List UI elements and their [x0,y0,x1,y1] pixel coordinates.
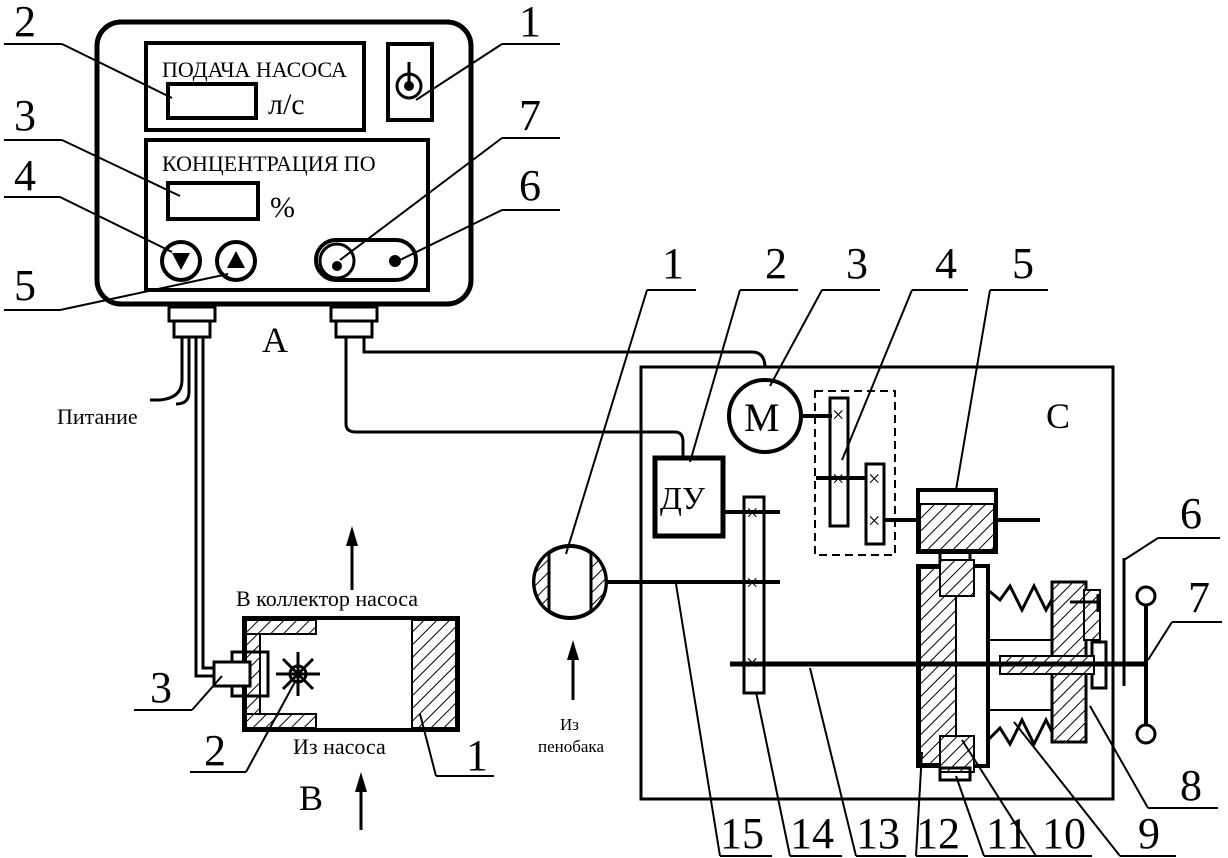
motor-label: М [744,395,780,440]
callout-c-3: 3 [846,239,868,288]
concentration-unit: % [270,191,295,224]
from-pump-label: Из насоса [293,734,386,759]
callout-c-14: 14 [790,809,834,858]
arrow-up-icon [227,251,245,268]
dosing-unit-c: C М × × × × [532,365,1157,801]
callout-c-10: 10 [1042,809,1086,858]
remote-control-unit [652,455,726,539]
gear-mark: × [832,466,844,491]
concentration-display [166,181,260,221]
du-label: ДУ [660,480,705,516]
unit-c-callouts [565,289,1222,857]
cable-to-du [344,337,685,458]
power-cable [150,337,184,402]
gear-mark: × [746,500,758,525]
sensor-housing-cap [411,619,457,729]
gear-train [742,495,766,695]
gear-reducer [814,390,896,556]
flow-sensor-b: В коллектор насоса Из насоса B [212,526,460,830]
pump-feed-display [166,82,258,120]
gear-mark: × [868,466,880,491]
decrease-button[interactable] [160,240,202,282]
panel-a-letter: A [262,320,288,360]
cable-to-sensor-b [194,337,214,678]
cable-to-motor [362,337,767,369]
increase-button[interactable] [215,240,257,282]
impeller-icon [276,652,320,696]
pump-feed-unit: л/с [268,88,305,121]
panel-a-callouts [4,43,560,311]
concentration-window [144,138,430,292]
to-collector-label: В коллектор насоса [236,586,418,611]
unit-b-callouts [134,675,494,777]
gear-mark: × [868,508,880,533]
callout-b-2: 2 [204,726,226,775]
callout-c-8: 8 [1180,761,1202,810]
callout-a-2: 2 [14,0,36,46]
signal-connector [329,305,379,339]
callout-c-6: 6 [1180,489,1202,538]
callout-b-1: 1 [466,731,488,780]
arrow-down-icon [172,253,190,270]
callout-c-1: 1 [662,239,684,288]
callout-a-5: 5 [14,261,36,310]
callout-c-7: 7 [1188,573,1210,622]
unit-c-letter: C [1046,396,1070,436]
pump-feed-window [144,41,366,132]
callout-c-15: 15 [720,809,764,858]
gear-mark: × [746,650,758,675]
sensor-plug [212,660,252,688]
callout-a-7: 7 [519,91,541,140]
power-label: Питание [57,404,138,429]
power-connector [167,305,217,339]
callout-c-12: 12 [916,809,960,858]
callout-a-1: 1 [519,0,541,46]
pump-feed-label: ПОДАЧА НАСОСА [162,57,347,82]
concentration-label: КОНЦЕНТРАЦИЯ ПО [162,151,376,176]
handwheel[interactable] [1135,585,1157,745]
callout-a-4: 4 [14,151,36,200]
callout-c-2: 2 [765,239,787,288]
callout-a-6: 6 [519,161,541,210]
from-foam-tank-line1: Из [560,715,579,734]
control-panel-a: ПОДАЧА НАСОСА л/с КОНЦЕНТРАЦИЯ ПО % [57,19,767,678]
gear-mark: × [832,402,844,427]
callout-c-11: 11 [986,809,1028,858]
power-switch[interactable] [386,42,434,122]
callout-a-3: 3 [14,91,36,140]
callout-c-9: 9 [1138,809,1160,858]
callout-c-5: 5 [1012,239,1034,288]
callout-c-13: 13 [856,809,900,858]
sensor-b-letter: B [299,778,323,818]
callout-c-4: 4 [935,239,957,288]
from-foam-tank-line2: пенобака [538,737,604,756]
callout-b-3: 3 [150,663,172,712]
spring [987,582,1058,614]
